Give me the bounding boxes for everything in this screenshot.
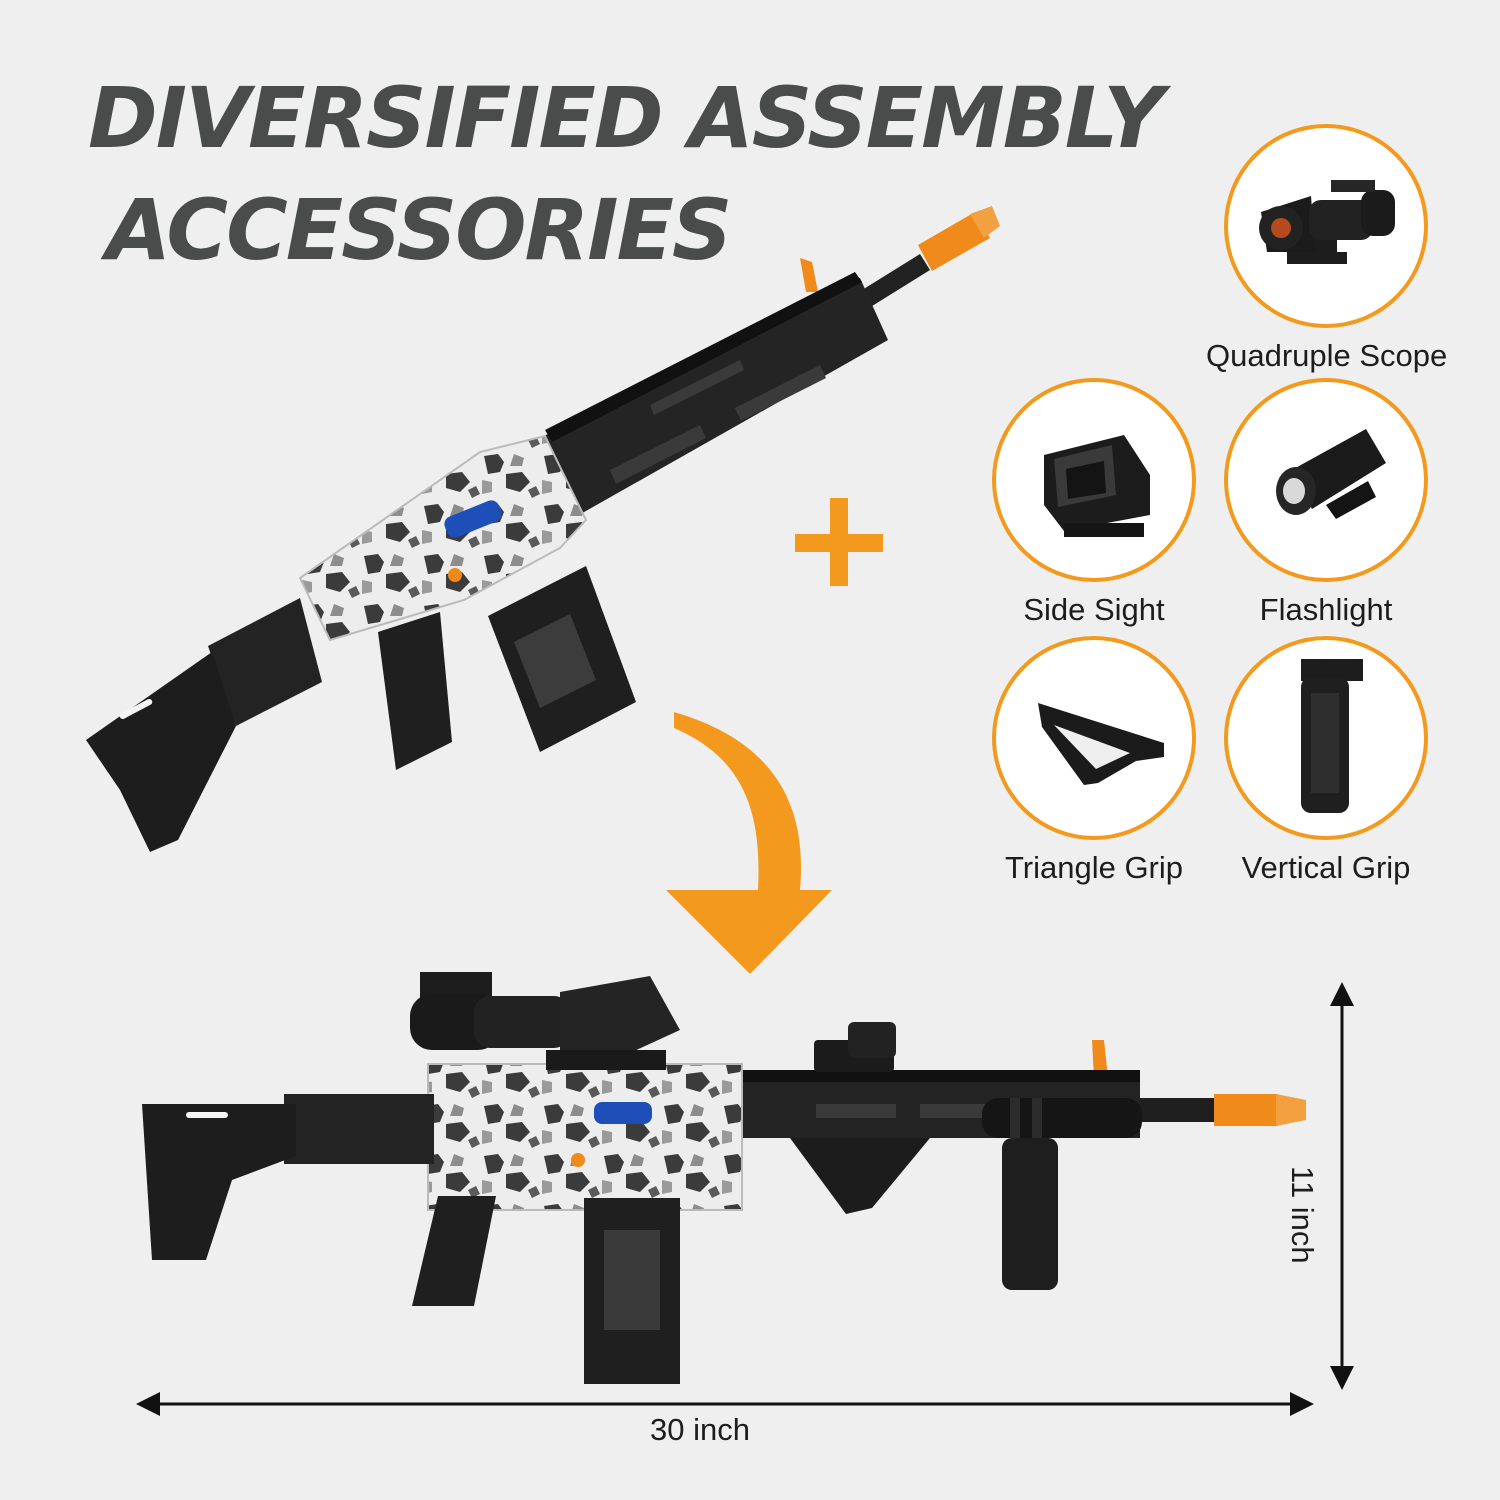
orange-muzzle-tip bbox=[918, 206, 1000, 271]
accessory-circle bbox=[992, 378, 1196, 582]
accessory-triangle-grip: Triangle Grip bbox=[974, 636, 1214, 886]
blaster-assembled bbox=[142, 972, 1306, 1384]
headline: DIVERSIFIED ASSEMBLY ACCESSORIES bbox=[88, 62, 1164, 286]
accessory-flashlight: Flashlight bbox=[1206, 378, 1446, 628]
vertical-grip-icon bbox=[1301, 659, 1363, 813]
camo-receiver bbox=[427, 1063, 743, 1211]
mounted-flashlight bbox=[982, 1098, 1142, 1138]
mounted-quadruple-scope bbox=[410, 972, 680, 1070]
headline-line-2: ACCESSORIES bbox=[106, 181, 732, 279]
curved-arrow-down-icon bbox=[666, 712, 832, 974]
magazine bbox=[584, 1198, 680, 1384]
orange-muzzle-tip bbox=[1214, 1094, 1306, 1126]
scope-icon bbox=[1259, 180, 1395, 264]
mounted-vertical-grip bbox=[1002, 1138, 1058, 1290]
accessory-circle bbox=[1224, 124, 1428, 328]
accessory-side-sight: Side Sight bbox=[974, 378, 1214, 628]
height-dimension-arrow bbox=[1330, 982, 1354, 1390]
red-dot-sight-icon bbox=[1044, 435, 1150, 537]
handguard bbox=[540, 272, 888, 520]
headline-line-1: DIVERSIFIED ASSEMBLY bbox=[88, 69, 1164, 167]
accessory-circle bbox=[992, 636, 1196, 840]
front-sight bbox=[800, 258, 818, 292]
accessory-circle bbox=[1224, 378, 1428, 582]
plus-icon bbox=[795, 498, 883, 586]
mounted-side-sight bbox=[814, 1022, 896, 1072]
accessory-label: Flashlight bbox=[1259, 592, 1393, 627]
height-dimension-label: 11 inch bbox=[1285, 1166, 1320, 1264]
pistol-grip bbox=[412, 1196, 496, 1306]
stock bbox=[142, 1094, 434, 1260]
mounted-triangle-grip bbox=[790, 1138, 930, 1214]
flashlight-icon bbox=[1276, 429, 1386, 519]
width-dimension-label: 30 inch bbox=[650, 1412, 750, 1447]
front-sight bbox=[1092, 1040, 1108, 1078]
blaster-base bbox=[86, 206, 1000, 852]
accessory-label: Vertical Grip bbox=[1241, 850, 1411, 885]
barrel bbox=[1130, 1098, 1222, 1122]
angled-grip-icon bbox=[1038, 703, 1164, 785]
stock bbox=[86, 598, 322, 852]
accessory-label: Quadruple Scope bbox=[1206, 338, 1448, 373]
accessory-label: Side Sight bbox=[1023, 592, 1165, 627]
camo-receiver bbox=[298, 434, 588, 642]
accessory-label: Triangle Grip bbox=[1004, 850, 1184, 885]
width-dimension-arrow bbox=[136, 1392, 1314, 1416]
magazine bbox=[488, 566, 636, 752]
accessory-circle bbox=[1224, 636, 1428, 840]
accessory-quadruple-scope: Quadruple Scope bbox=[1206, 124, 1448, 374]
accessory-vertical-grip: Vertical Grip bbox=[1206, 636, 1446, 886]
pistol-grip bbox=[378, 612, 452, 770]
